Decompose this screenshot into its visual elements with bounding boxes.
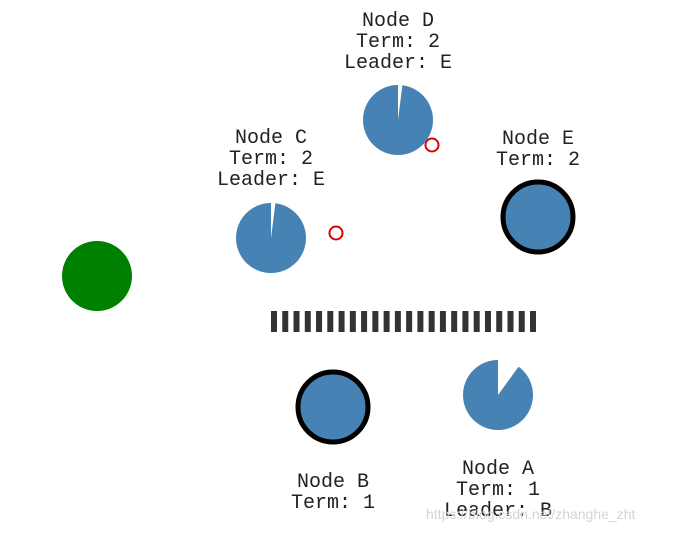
message-e-to-c [328,225,344,241]
node-b[interactable] [295,369,371,445]
partition-segment [484,311,491,332]
node-d-title: Node D [361,10,434,33]
node-e[interactable] [500,179,576,255]
node-b-term: Term: 1 [290,492,376,515]
partition-segment [316,311,323,332]
node-e-circle[interactable] [500,179,576,255]
node-e-label: Node E Term: 2 [496,129,580,171]
node-c-leader: Leader: E [216,169,326,192]
node-a-term: Term: 1 [455,479,540,502]
node-b-circle[interactable] [295,369,371,445]
partition-segment [417,311,424,332]
partition-segment [293,311,300,332]
node-b-label: Node B Term: 1 [291,472,375,514]
partition-segment [361,311,368,332]
partition-segment [406,311,413,332]
network-partition[interactable] [271,311,536,332]
node-c-title: Node C [234,127,307,150]
node-b-title: Node B [296,471,370,494]
node-d-term: Term: 2 [355,31,440,54]
partition-segment [271,311,277,332]
partition-segment [496,311,503,332]
node-e-title: Node E [501,128,575,151]
node-d-leader: Leader: E [343,52,453,75]
partition-segment [439,311,446,332]
partition-segment [338,311,345,332]
partition-segment [372,311,379,332]
node-d-election-timer [398,83,403,120]
watermark: https://blog.csdn.net/zhanghe_zht [426,506,636,522]
partition-segment [394,311,401,332]
node-a-election-timer [498,359,520,395]
node-c[interactable] [236,201,306,273]
node-a-title: Node A [461,458,534,481]
partition-segment [428,311,435,332]
partition-segment [304,311,311,332]
partition-segment [349,311,356,332]
partition-segment [383,311,390,332]
partition-segment [473,311,480,332]
partition-segment [462,311,469,332]
partition-segment [282,311,289,332]
node-d[interactable] [363,83,433,155]
partition-segment [451,311,458,332]
client-circle[interactable] [62,241,132,311]
node-c-term: Term: 2 [228,148,313,171]
partition-segment [530,311,536,332]
partition-segment [507,311,514,332]
node-a[interactable] [463,359,533,430]
node-c-election-timer [271,201,276,238]
node-a-label: Node A Term: 1 Leader: B [444,459,552,522]
node-a-leader: Leader: B [443,500,553,523]
partition-segment [327,311,334,332]
node-d-label: Node D Term: 2 Leader: E [344,11,452,74]
partition-segment [518,311,525,332]
node-e-term: Term: 2 [495,149,581,172]
node-c-label: Node C Term: 2 Leader: E [217,128,325,191]
message-e-to-d [424,137,440,153]
